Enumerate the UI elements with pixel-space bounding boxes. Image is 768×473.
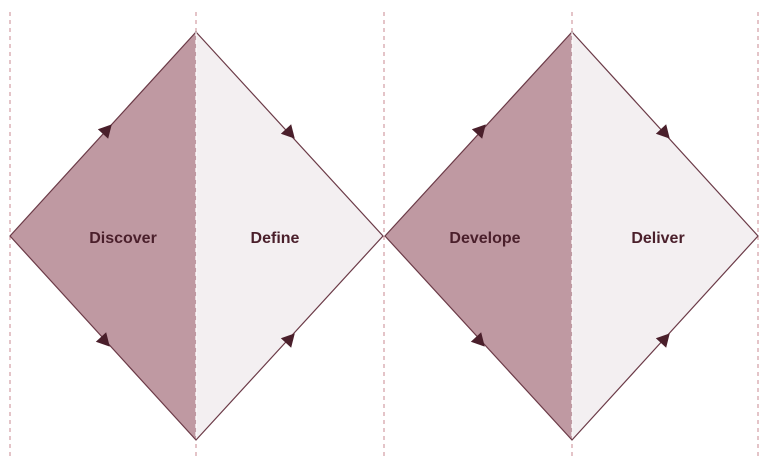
phase-label-discover: Discover bbox=[89, 230, 157, 247]
center-dividers bbox=[195, 32, 573, 440]
arrow-define-up bbox=[280, 333, 295, 348]
arrow-discover-down bbox=[95, 332, 110, 347]
arrow-develop-down bbox=[470, 332, 485, 347]
phase-label-deliver: Deliver bbox=[631, 230, 684, 247]
arrow-deliver-up bbox=[655, 333, 670, 348]
arrowheads bbox=[95, 124, 670, 348]
first-diamond bbox=[9, 31, 384, 441]
second-diamond-outline bbox=[384, 31, 759, 441]
discover-half bbox=[10, 32, 196, 440]
develop-half bbox=[385, 32, 572, 440]
second-diamond bbox=[384, 31, 759, 441]
arrow-deliver-down bbox=[655, 124, 670, 139]
arrow-define-down bbox=[280, 124, 295, 139]
phase-labels: Discover Define Develope Deliver bbox=[89, 230, 684, 247]
deliver-half bbox=[572, 32, 758, 440]
arrow-develop-up bbox=[471, 124, 486, 139]
arrow-discover-up bbox=[97, 124, 112, 139]
phase-label-define: Define bbox=[251, 230, 300, 247]
first-diamond-outline bbox=[9, 31, 384, 441]
phase-label-develop: Develope bbox=[449, 230, 520, 247]
define-half bbox=[196, 32, 383, 440]
